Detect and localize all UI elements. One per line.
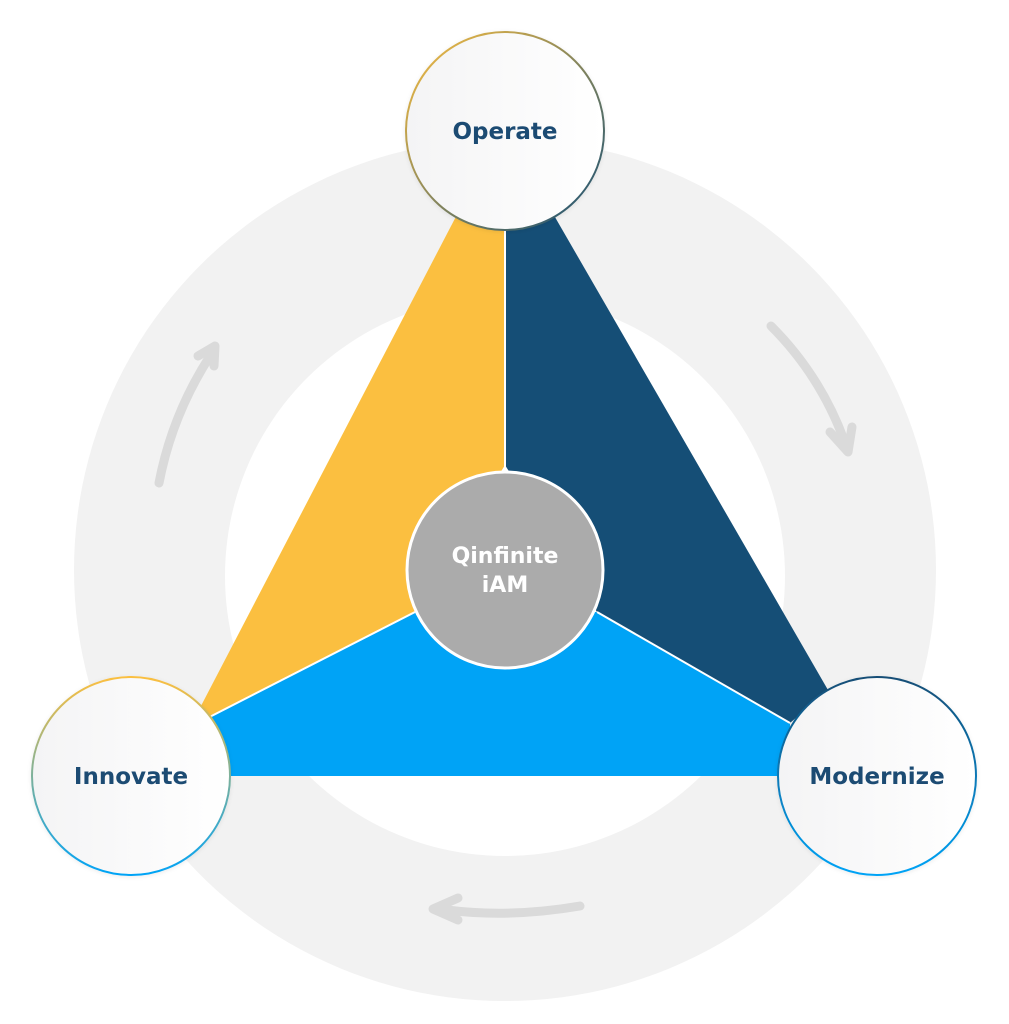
- center-hub-label-line1: Qinfinite: [452, 544, 559, 569]
- node-modernize[interactable]: Modernize: [777, 676, 977, 876]
- node-innovate-label: Innovate: [74, 764, 188, 790]
- node-operate[interactable]: Operate: [405, 31, 605, 231]
- node-modernize-circle: [777, 676, 977, 876]
- node-operate-circle: [405, 31, 605, 231]
- curved-arrow-icon: [766, 321, 849, 445]
- center-hub: [405, 470, 605, 670]
- curved-arrow-icon: [154, 351, 215, 488]
- cycle-ring: [74, 139, 937, 1002]
- center-hub-label-line2: iAM: [482, 573, 528, 598]
- operate-innovate-segment: [190, 205, 505, 727]
- node-innovate[interactable]: Innovate: [31, 676, 231, 876]
- node-operate-label: Operate: [452, 119, 557, 145]
- curved-arrow-icon-head: [428, 893, 463, 925]
- node-modernize-label: Modernize: [809, 764, 944, 790]
- curved-arrow-icon-head: [825, 422, 857, 457]
- cycle-arrows: [154, 321, 857, 925]
- curved-arrow-icon: [442, 901, 585, 918]
- curved-arrow-icon-head: [193, 341, 220, 371]
- node-innovate-circle: [31, 676, 231, 876]
- segment-dividers: [189, 225, 791, 728]
- innovate-modernize-segment: [190, 612, 790, 776]
